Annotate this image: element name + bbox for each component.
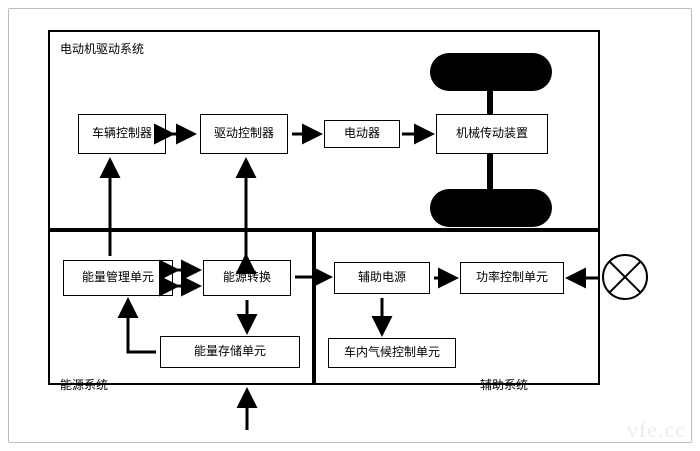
box-aux-power[interactable]: 辅助电源 xyxy=(334,262,430,294)
box-drive-controller-label: 驱动控制器 xyxy=(213,126,274,141)
box-drive-controller[interactable]: 驱动控制器 xyxy=(200,114,288,154)
box-climate-control-unit-label: 车内气候控制单元 xyxy=(343,345,440,360)
box-energy-management-unit[interactable]: 能量管理单元 xyxy=(63,260,173,296)
box-motor[interactable]: 电动器 xyxy=(324,120,400,148)
box-motor-label: 电动器 xyxy=(343,126,380,141)
region-drive-system xyxy=(48,30,600,230)
box-energy-management-unit-label: 能量管理单元 xyxy=(81,270,154,285)
box-energy-conversion-label: 能源转换 xyxy=(222,270,271,285)
box-mech-transmission[interactable]: 机械传动装置 xyxy=(436,114,548,154)
box-vehicle-controller-label: 车辆控制器 xyxy=(91,126,152,141)
box-energy-conversion[interactable]: 能源转换 xyxy=(203,260,291,296)
box-climate-control-unit[interactable]: 车内气候控制单元 xyxy=(328,338,456,368)
region-aux-system xyxy=(314,230,600,385)
watermark: vfe.cc xyxy=(626,417,686,442)
box-mech-transmission-label: 机械传动装置 xyxy=(455,126,528,141)
region-aux-system-label: 辅助系统 xyxy=(480,378,529,392)
box-energy-storage-unit-label: 能量存储单元 xyxy=(193,344,266,359)
box-power-control-unit[interactable]: 功率控制单元 xyxy=(460,262,564,294)
box-vehicle-controller[interactable]: 车辆控制器 xyxy=(78,114,166,154)
box-aux-power-label: 辅助电源 xyxy=(357,270,406,285)
region-energy-system xyxy=(48,230,314,385)
region-drive-system-label: 电动机驱动系统 xyxy=(60,42,145,56)
diagram-border xyxy=(8,8,692,443)
region-energy-system-label: 能源系统 xyxy=(60,378,109,392)
box-energy-storage-unit[interactable]: 能量存储单元 xyxy=(160,336,300,368)
box-power-control-unit-label: 功率控制单元 xyxy=(475,270,548,285)
